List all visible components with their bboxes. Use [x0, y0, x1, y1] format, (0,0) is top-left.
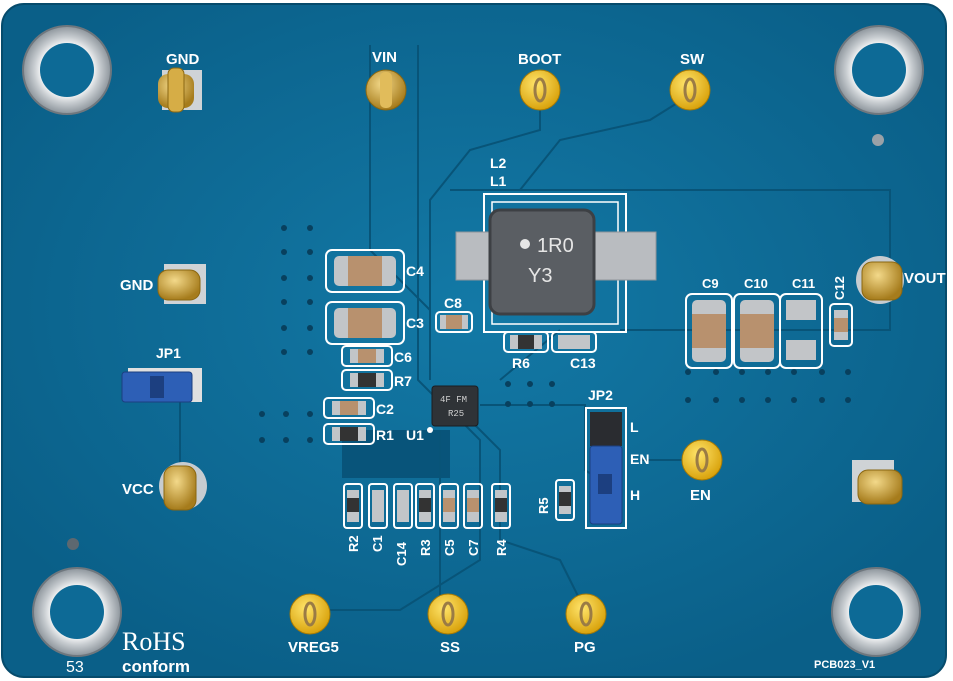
cap-c10: [733, 293, 781, 369]
testpoint-pg[interactable]: [565, 593, 607, 635]
label-c3: C3: [406, 315, 424, 331]
label-vin: VIN: [372, 49, 397, 66]
connector-vout[interactable]: [856, 256, 904, 304]
label-c13: C13: [570, 355, 596, 371]
cap-c11-pads: [779, 293, 823, 369]
rohs-logo: RoHS: [122, 627, 186, 656]
label-c4: C4: [406, 263, 424, 279]
connector-gnd-left[interactable]: [157, 264, 206, 304]
cap-c9: [685, 293, 733, 369]
label-r7: R7: [394, 373, 412, 389]
ic-marking-2: R25: [448, 409, 464, 419]
inductor-marking-1: 1R0: [537, 235, 574, 257]
connector-vin[interactable]: [365, 69, 407, 111]
connector-right-bottom[interactable]: [852, 460, 903, 505]
vertical-passives: [343, 479, 575, 529]
label-vreg5: VREG5: [288, 639, 339, 656]
pcb-id: PCB023_V1: [814, 659, 875, 671]
label-r3: R3: [418, 539, 433, 556]
label-jp2-en: EN: [630, 451, 649, 467]
testpoint-sw[interactable]: [669, 69, 711, 111]
label-l2: L2: [490, 155, 507, 171]
label-pg: PG: [574, 639, 596, 656]
testpoint-boot[interactable]: [519, 69, 561, 111]
label-c9: C9: [702, 276, 719, 291]
label-ss: SS: [440, 639, 460, 656]
label-c1: C1: [370, 535, 385, 552]
cap-c3: [325, 301, 405, 345]
label-r6: R6: [512, 355, 530, 371]
label-l1: L1: [490, 173, 507, 189]
connector-gnd-top[interactable]: [158, 67, 202, 113]
cap-c4: [325, 249, 405, 293]
testpoint-en[interactable]: [681, 439, 723, 481]
label-gnd-top: GND: [166, 51, 200, 68]
jumper-jp1[interactable]: [121, 368, 202, 403]
ic-u1: 4F FM R25: [427, 385, 479, 433]
label-en: EN: [690, 487, 711, 504]
testpoint-vreg5[interactable]: [289, 593, 331, 635]
via-field: [259, 225, 851, 443]
label-r1: R1: [376, 427, 394, 443]
mounting-holes: [22, 25, 924, 657]
label-sw: SW: [680, 51, 705, 68]
label-c7: C7: [466, 539, 481, 556]
label-c14: C14: [394, 541, 409, 566]
label-c12: C12: [832, 276, 847, 300]
rohs-conform: conform: [122, 657, 190, 676]
label-c6: C6: [394, 349, 412, 365]
label-gnd-left: GND: [120, 277, 154, 294]
label-c10: C10: [744, 276, 768, 291]
inductor-marking-2: Y3: [528, 265, 552, 287]
ic-marking-1: 4F FM: [440, 395, 467, 405]
label-r2: R2: [346, 535, 361, 552]
label-r4: R4: [494, 539, 509, 556]
testpoint-ss[interactable]: [427, 593, 469, 635]
label-boot: BOOT: [518, 51, 561, 68]
small-passives: [323, 311, 597, 445]
label-c8: C8: [444, 295, 462, 311]
label-vout: VOUT: [904, 270, 946, 287]
jumper-jp2[interactable]: [585, 407, 627, 529]
label-c5: C5: [442, 539, 457, 556]
label-r5: R5: [536, 497, 551, 514]
label-jp1: JP1: [156, 345, 181, 361]
label-jp2-h: H: [630, 487, 640, 503]
board-code: 53: [66, 659, 84, 676]
label-vcc: VCC: [122, 481, 154, 498]
connector-vcc[interactable]: [159, 462, 207, 511]
cap-c12: [829, 303, 853, 347]
label-c11: C11: [792, 276, 815, 291]
label-c2: C2: [376, 401, 394, 417]
label-jp2: JP2: [588, 387, 613, 403]
label-jp2-l: L: [630, 419, 639, 435]
label-u1: U1: [406, 427, 424, 443]
pcb-substrate: [1, 3, 947, 678]
